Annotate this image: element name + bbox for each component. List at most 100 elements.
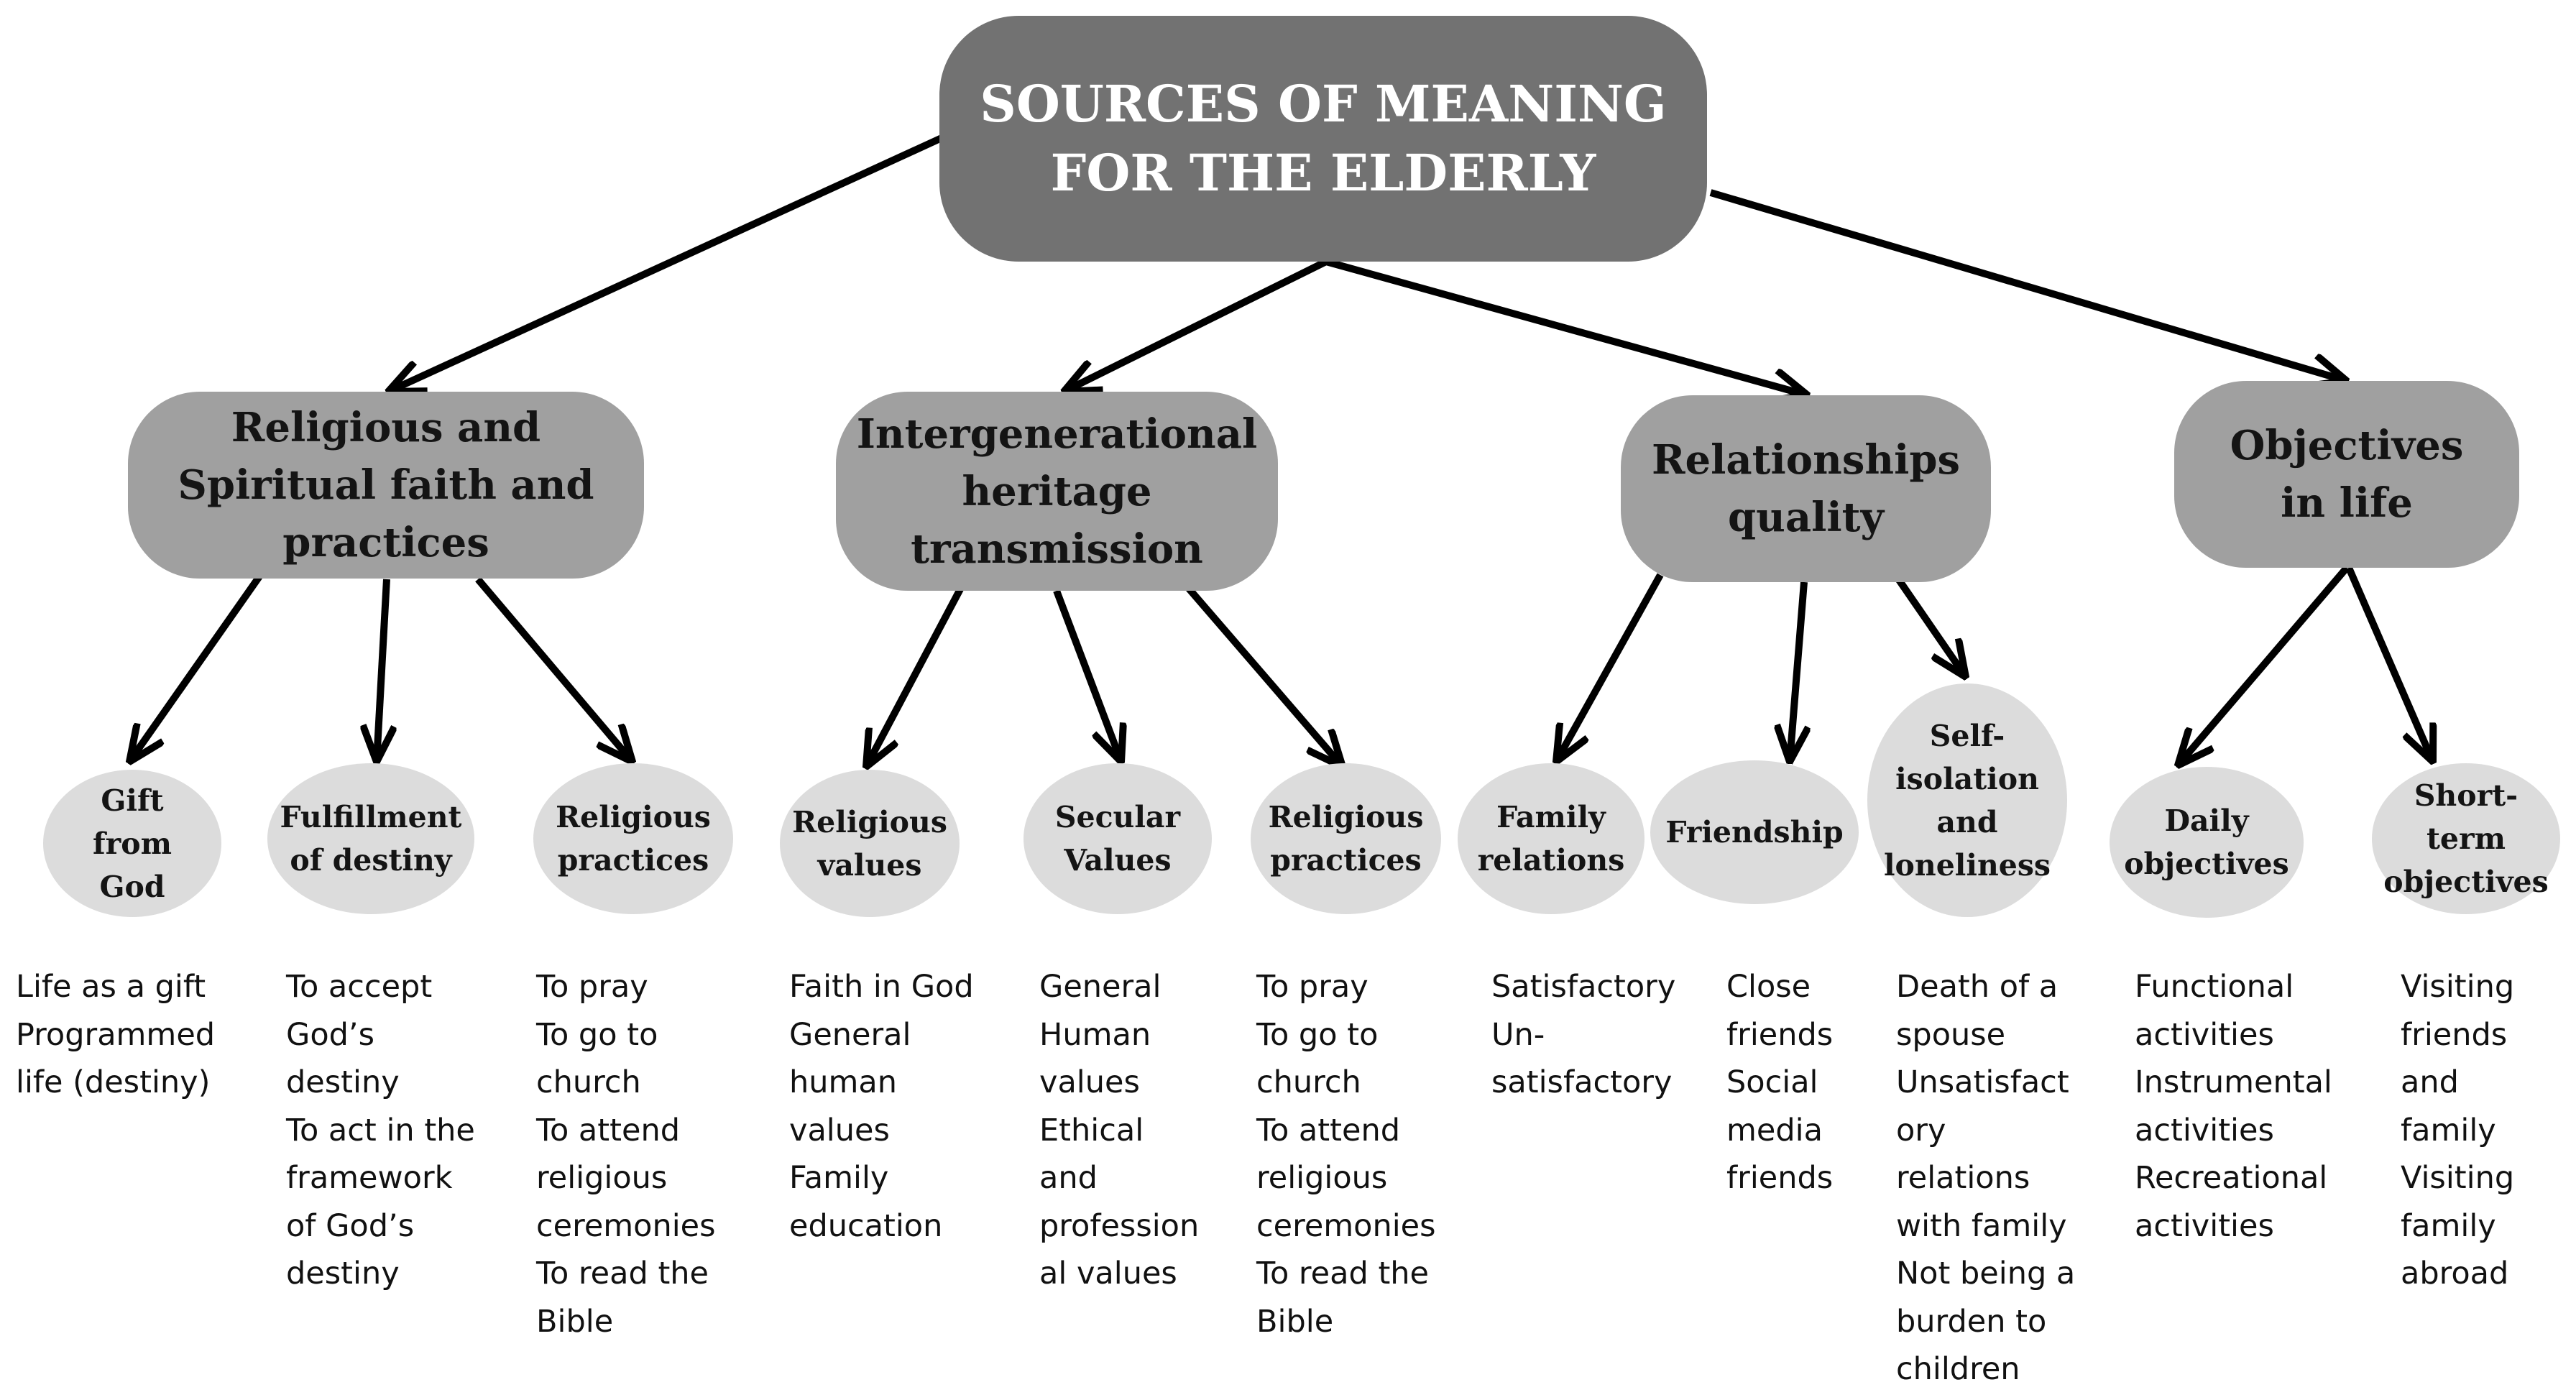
detail-line: To read the: [1256, 1256, 1430, 1291]
detail-line: al values: [1039, 1256, 1177, 1291]
arrow-to-religious-practices-1: [475, 576, 632, 762]
detail-line: Visiting: [2401, 969, 2515, 1005]
detail-line: General: [789, 1016, 911, 1053]
detail-line: To attend: [1256, 1112, 1401, 1148]
leaf-label: Friendship: [1665, 815, 1844, 849]
detail-line: Bible: [1256, 1303, 1334, 1340]
leaf-daily-objectives: Daily objectives: [2110, 767, 2304, 918]
leaf-label: Secular Values: [1054, 800, 1181, 878]
details-religious-values: Faith in God General human values Family…: [789, 963, 974, 1250]
detail-line: abroad: [2401, 1256, 2509, 1291]
detail-line: Recreational: [2135, 1160, 2328, 1196]
details-family-relations: Satisfactory Un- satisfactory: [1491, 963, 1675, 1107]
detail-line: religious: [536, 1160, 668, 1196]
category-label: Intergenerational heritage transmission: [856, 410, 1258, 573]
arrow-root-to-religious: [388, 134, 944, 392]
arrow-to-secular-values: [1053, 589, 1121, 762]
detail-line: children: [1896, 1351, 2020, 1387]
leaf-label: Religious values: [792, 804, 947, 883]
category-label: Relationships quality: [1651, 436, 1961, 541]
detail-line: To go to: [1256, 1016, 1379, 1053]
details-friendship: Close friends Social media friends: [1726, 963, 1833, 1202]
detail-line: To pray: [536, 969, 648, 1005]
detail-line: satisfactory: [1491, 1064, 1673, 1100]
detail-line: family: [2401, 1112, 2496, 1148]
detail-line: church: [1256, 1064, 1361, 1100]
category-label: Religious and Spiritual faith and practi…: [178, 404, 594, 566]
detail-line: destiny: [286, 1256, 400, 1291]
detail-line: life (destiny): [16, 1064, 211, 1100]
detail-line: Satisfactory: [1491, 969, 1676, 1005]
leaf-self-isolation: Self-isolation and loneliness: [1867, 683, 2067, 917]
category-religious-spiritual: Religious and Spiritual faith and practi…: [128, 392, 644, 579]
detail-line: friends: [1726, 1016, 1834, 1053]
detail-line: media: [1726, 1112, 1823, 1148]
arrow-root-to-relationships: [1325, 258, 1808, 395]
detail-line: spouse: [1896, 1016, 2006, 1053]
arrow-to-short-term-objectives: [2345, 566, 2433, 762]
category-objectives-in-life: Objectives in life: [2174, 381, 2519, 568]
details-religious-practices-2: To pray To go to church To attend religi…: [1256, 963, 1436, 1345]
detail-line: To attend: [536, 1112, 681, 1148]
details-fulfillment-of-destiny: To accept God’s destiny To act in the fr…: [286, 963, 475, 1298]
arrow-to-fulfillment: [377, 579, 387, 762]
detail-line: Unsatisfact: [1896, 1064, 2069, 1100]
leaf-label: Daily objectives: [2124, 803, 2289, 881]
root-title: SOURCES OF MEANING FOR THE ELDERLY: [980, 74, 1667, 203]
leaf-short-term-objectives: Short-term objectives: [2372, 763, 2560, 914]
detail-line: Family: [789, 1160, 889, 1196]
leaf-religious-values: Religious values: [780, 770, 960, 917]
details-short-term-objectives: Visiting friends and family Visiting fam…: [2401, 963, 2514, 1298]
detail-line: To pray: [1256, 969, 1368, 1005]
detail-line: activities: [2135, 1016, 2274, 1053]
detail-line: To go to: [536, 1016, 658, 1053]
detail-line: Bible: [536, 1303, 614, 1340]
detail-line: Visiting: [2401, 1160, 2515, 1196]
detail-line: with family: [1896, 1207, 2067, 1244]
detail-line: education: [789, 1207, 943, 1244]
detail-line: To read the: [536, 1256, 709, 1291]
arrow-to-religious-practices-2: [1182, 581, 1343, 767]
arrow-root-to-objectives: [1709, 189, 2347, 381]
root-node: SOURCES OF MEANING FOR THE ELDERLY: [939, 16, 1707, 262]
leaf-secular-values: Secular Values: [1024, 763, 1212, 914]
detail-line: General: [1039, 969, 1162, 1005]
leaf-religious-practices-2: Religious practices: [1251, 763, 1441, 914]
detail-line: and: [2401, 1064, 2459, 1100]
details-daily-objectives: Functional activities Instrumental activ…: [2135, 963, 2332, 1250]
detail-line: Human: [1039, 1016, 1151, 1053]
detail-line: Faith in God: [789, 969, 974, 1005]
category-label: Objectives in life: [2230, 422, 2464, 527]
details-religious-practices-1: To pray To go to church To attend religi…: [536, 963, 716, 1345]
detail-line: of God’s: [286, 1207, 415, 1244]
leaf-label: Religious practices: [1268, 800, 1424, 878]
details-secular-values: General Human values Ethical and profess…: [1039, 963, 1199, 1298]
detail-line: God’s: [286, 1016, 374, 1053]
leaf-family-relations: Family relations: [1458, 763, 1644, 914]
detail-line: ceremonies: [1256, 1207, 1436, 1244]
details-self-isolation: Death of a spouse Unsatisfact ory relati…: [1896, 963, 2075, 1394]
detail-line: Not being a: [1896, 1256, 2076, 1291]
arrow-root-to-intergenerational: [1064, 258, 1328, 392]
detail-line: Life as a gift: [16, 969, 206, 1005]
detail-line: church: [536, 1064, 641, 1100]
leaf-gift-from-god: Gift from God: [43, 770, 221, 917]
arrow-to-family-relations: [1556, 573, 1664, 762]
leaf-label: Religious practices: [556, 800, 711, 878]
detail-line: To accept: [286, 969, 433, 1005]
category-intergenerational-heritage: Intergenerational heritage transmission: [836, 392, 1278, 591]
detail-line: relations: [1896, 1160, 2030, 1196]
detail-line: To act in the: [286, 1112, 475, 1148]
detail-line: values: [789, 1112, 890, 1148]
detail-line: activities: [2135, 1207, 2274, 1244]
leaf-label: Family relations: [1477, 800, 1625, 878]
detail-line: ceremonies: [536, 1207, 716, 1244]
detail-line: friends: [1726, 1160, 1834, 1196]
leaf-fulfillment-of-destiny: Fulfillment of destiny: [267, 763, 474, 914]
detail-line: and: [1039, 1160, 1098, 1196]
leaf-religious-practices-1: Religious practices: [533, 763, 733, 914]
detail-line: Close: [1726, 969, 1811, 1005]
detail-line: friends: [2401, 1016, 2508, 1053]
arrow-to-religious-values: [866, 584, 965, 767]
